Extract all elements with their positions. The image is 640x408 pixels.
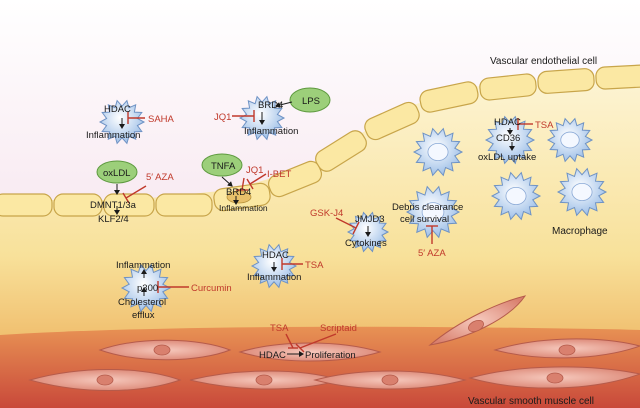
c4-top: BRD4 [226, 187, 251, 198]
stimulus-blob-oxldl [96, 160, 138, 184]
c1-top: HDAC [104, 104, 131, 115]
c2-stimulus: LPS [302, 96, 320, 107]
c4-drug1: JQ1 [246, 165, 263, 176]
c7-top: HDAC [262, 250, 289, 261]
c8-bottom1: Cholesterol [118, 297, 166, 308]
stimulus-blobs [96, 87, 331, 184]
inhibition-lines [122, 110, 533, 353]
c2-bottom: Inflammation [244, 126, 298, 137]
macrophage-4-nucleus [571, 182, 593, 202]
c3-stimulus: oxLDL [103, 168, 130, 179]
c5-middle: CD36 [496, 133, 520, 144]
c4-stimulus: TNFA [211, 161, 236, 172]
endothelial-layer [0, 64, 640, 217]
c10-right: Proliferation [305, 350, 356, 361]
c7-drug: TSA [305, 260, 324, 271]
c2-drug: JQ1 [214, 112, 231, 123]
c7-bottom: Inflammation [247, 272, 301, 283]
c2-top: BRD4 [258, 100, 283, 111]
pathway-arrows [114, 101, 515, 357]
endothelial-cell-label: Vascular endothelial cell [490, 56, 597, 67]
c4-drug2: I-BET [267, 169, 291, 180]
c8-middle: p300 [137, 283, 158, 294]
macrophage-1-nucleus [427, 142, 449, 162]
c8-bottom2: efflux [132, 310, 155, 321]
c5-top: HDAC [494, 117, 521, 128]
smc-nuclei [96, 319, 576, 386]
stimulus-blob-lps [289, 87, 331, 113]
c10-left: HDAC [259, 350, 286, 361]
c6-top: JMJD3 [355, 214, 385, 225]
c1-drug: SAHA [148, 114, 175, 125]
cell-debris-clearance-nucleus [421, 202, 445, 222]
c8-top: Inflammation [116, 260, 170, 271]
stimulus-blob-tnfa [201, 153, 243, 177]
macrophage-label: Macrophage [552, 226, 608, 237]
c10-drug2: Scriptaid [320, 323, 357, 334]
c4-bottom: Inflammation [219, 203, 268, 213]
c1-bottom: Inflammation [86, 130, 140, 141]
c5-bottom: oxLDL uptake [478, 152, 536, 163]
c9-line1: Debris clearance [392, 202, 463, 213]
c9-drug: 5′ AZA [418, 248, 446, 259]
c3-bottom: KLF2/4 [98, 214, 129, 225]
macrophage-2-nucleus [560, 131, 580, 149]
smooth-muscle-label: Vascular smooth muscle cell [468, 396, 594, 407]
macrophage-3-nucleus [505, 186, 527, 206]
c8-drug: Curcumin [191, 283, 232, 294]
c9-line2: cell survival [400, 214, 449, 225]
c3-top: DMNT1/3a [90, 200, 137, 211]
c3-drug: 5′ AZA [146, 172, 174, 183]
c5-drug: TSA [535, 120, 554, 131]
c10-drug1: TSA [270, 323, 289, 334]
c6-bottom: Cytokines [345, 238, 387, 249]
c6-drug: GSK-J4 [310, 208, 343, 219]
